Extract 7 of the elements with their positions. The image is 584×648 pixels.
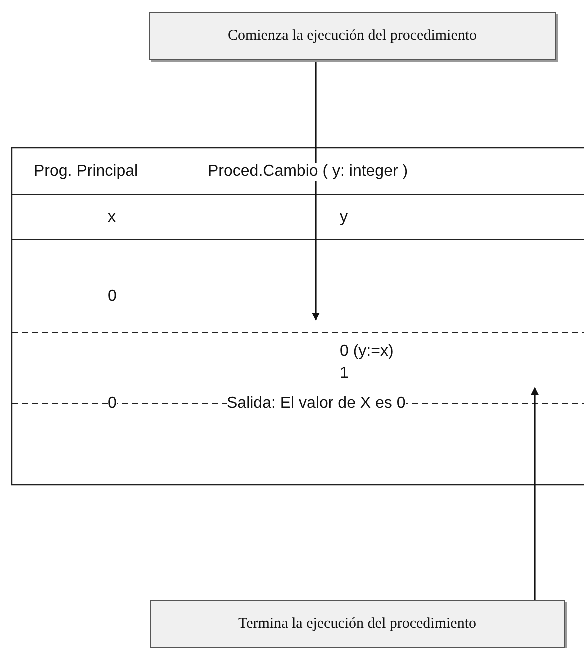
value-text: 0 (y:=x) [340, 343, 394, 361]
arrow [531, 387, 539, 600]
arrow [312, 60, 320, 321]
column-header: Proced.Cambio ( y: integer ) [208, 163, 408, 181]
callout-box: Comienza la ejecución del procedimiento [149, 12, 556, 60]
column-header: Prog. Principal [34, 163, 138, 181]
callout-box: Termina la ejecución del procedimiento [150, 600, 565, 648]
